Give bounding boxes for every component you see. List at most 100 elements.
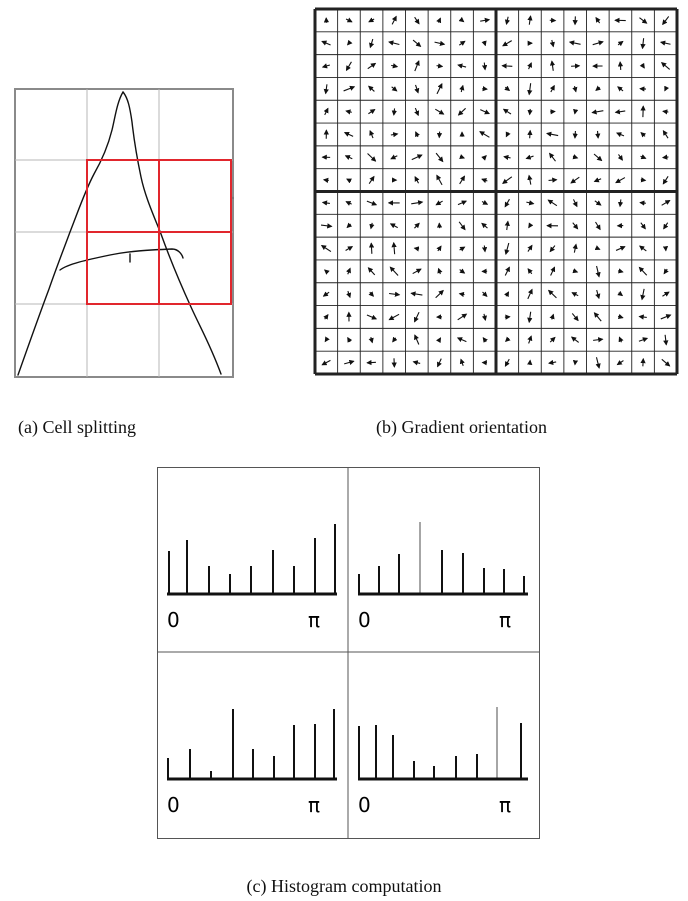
gradient-arrow bbox=[481, 245, 488, 253]
histogram-top-left: 0 π bbox=[167, 524, 337, 632]
gradient-arrow bbox=[527, 83, 533, 96]
gradient-arrow bbox=[593, 337, 604, 343]
gradient-arrow bbox=[548, 359, 557, 366]
gradient-arrow bbox=[640, 38, 646, 50]
gradient-arrow bbox=[571, 313, 579, 322]
gradient-arrow bbox=[662, 109, 669, 115]
gradient-arrow bbox=[593, 153, 603, 162]
gradient-arrow bbox=[595, 289, 601, 300]
gradient-arrow bbox=[390, 154, 398, 160]
gradient-arrow bbox=[548, 177, 558, 183]
gradient-arrow bbox=[414, 334, 420, 345]
gradient-arrow bbox=[595, 265, 601, 278]
gradient-arrow bbox=[616, 132, 625, 138]
gradient-arrow bbox=[368, 85, 375, 92]
gradient-arrow bbox=[481, 313, 488, 322]
gradient-arrow bbox=[504, 16, 511, 26]
gradient-arrow bbox=[595, 130, 601, 139]
gradient-arrow bbox=[414, 84, 420, 94]
gradient-arrow bbox=[324, 336, 330, 343]
gradient-arrow bbox=[527, 268, 533, 275]
gradient-arrow bbox=[434, 40, 446, 46]
gradient-arrow bbox=[638, 337, 649, 343]
gradient-arrow bbox=[549, 152, 556, 162]
gradient-arrow bbox=[437, 358, 442, 368]
gradient-arrow bbox=[595, 221, 601, 231]
gradient-arrow bbox=[549, 39, 555, 48]
gradient-arrow bbox=[320, 223, 333, 229]
gradient-arrow bbox=[481, 40, 487, 47]
gradient-arrow bbox=[504, 291, 510, 298]
gradient-arrow bbox=[457, 63, 467, 69]
gradient-arrow bbox=[459, 268, 466, 274]
sketched-letter-a bbox=[17, 91, 222, 376]
letter-a-left-stroke bbox=[17, 91, 124, 376]
gradient-arrow bbox=[594, 245, 601, 251]
gradient-grid-lines bbox=[313, 7, 679, 376]
gradient-arrow bbox=[659, 40, 671, 46]
gradient-arrow bbox=[617, 40, 624, 47]
gradient-arrow bbox=[527, 335, 533, 344]
gradient-arrow bbox=[322, 291, 330, 297]
gradient-arrow bbox=[662, 129, 669, 139]
gradient-arrow bbox=[527, 129, 533, 139]
gradient-arrow bbox=[345, 61, 352, 72]
letter-a-right-stroke bbox=[122, 91, 222, 375]
gradient-arrow bbox=[458, 221, 466, 231]
gradient-arrow bbox=[436, 245, 442, 252]
gradient-arrow bbox=[663, 268, 669, 275]
gradient-arrow bbox=[504, 242, 510, 255]
histogram-pi-label: π bbox=[308, 608, 320, 632]
histogram-bars bbox=[358, 522, 525, 594]
gradient-arrow bbox=[322, 177, 329, 183]
gradient-arrow bbox=[481, 62, 488, 71]
gradient-arrow bbox=[568, 40, 581, 46]
gradient-arrow bbox=[437, 267, 443, 275]
gradient-arrow bbox=[368, 175, 375, 184]
gradient-arrow bbox=[346, 290, 352, 299]
gradient-arrow bbox=[366, 314, 378, 320]
gradient-arrow bbox=[638, 266, 648, 276]
gradient-arrow bbox=[391, 241, 397, 255]
gradient-arrow bbox=[345, 201, 352, 206]
gradient-arrow bbox=[323, 84, 329, 95]
gradient-arrow bbox=[412, 39, 422, 47]
gradient-arrow bbox=[479, 131, 490, 138]
gradient-arrow bbox=[414, 311, 420, 323]
histogram-zero-label: 0 bbox=[358, 608, 371, 632]
histogram-bottom-left: 0 π bbox=[167, 709, 337, 817]
gradient-arrow bbox=[436, 17, 442, 24]
gradient-arrow bbox=[346, 178, 352, 184]
gradient-arrow bbox=[414, 60, 420, 72]
gradient-arrow bbox=[436, 63, 444, 69]
gradient-arrow bbox=[591, 109, 604, 115]
gradient-arrow bbox=[481, 155, 487, 161]
gradient-arrow bbox=[344, 155, 353, 160]
gradient-arrow bbox=[617, 199, 624, 208]
gradient-arrow bbox=[368, 336, 374, 344]
gradient-arrow bbox=[639, 200, 647, 206]
gradient-arrow bbox=[480, 17, 491, 23]
gradient-arrow bbox=[527, 15, 533, 25]
gradient-arrow bbox=[345, 109, 352, 115]
gradient-arrow bbox=[503, 154, 511, 161]
gradient-arrow bbox=[572, 243, 578, 253]
gradient-arrow bbox=[411, 154, 423, 161]
gradient-arrow bbox=[343, 131, 354, 137]
gradient-arrow bbox=[593, 177, 602, 183]
gradient-arrow bbox=[413, 246, 420, 252]
gradient-arrow bbox=[570, 336, 580, 343]
gradient-arrow bbox=[616, 360, 624, 366]
cell-grid-frame bbox=[14, 88, 234, 378]
gradient-arrow bbox=[527, 311, 533, 324]
gradient-arrow bbox=[412, 268, 422, 275]
gradient-arrow bbox=[640, 222, 646, 230]
histogram-bars bbox=[167, 709, 335, 779]
gradient-arrow bbox=[389, 266, 399, 276]
gradient-arrow bbox=[369, 38, 375, 49]
histogram-zero-label: 0 bbox=[167, 793, 180, 817]
gradient-arrow bbox=[367, 153, 377, 162]
gradient-arrow bbox=[368, 242, 375, 254]
gradient-arrow bbox=[526, 200, 535, 206]
gradient-arrow bbox=[436, 174, 443, 186]
